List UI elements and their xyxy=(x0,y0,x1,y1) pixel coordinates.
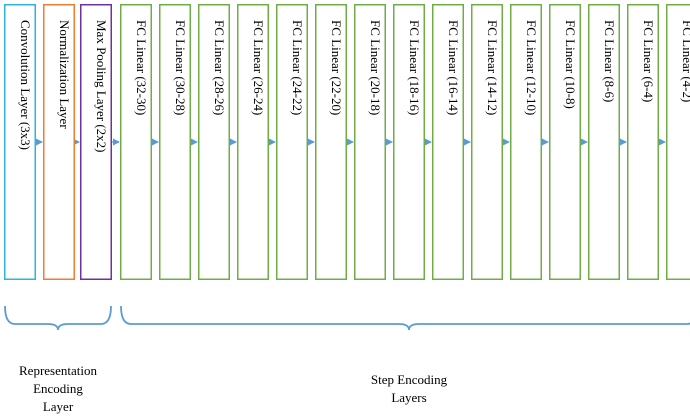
layer-label: FC Linear (6-4) xyxy=(641,20,656,102)
layer-rect xyxy=(588,4,620,280)
layer-label: FC Linear (12-10) xyxy=(524,20,539,115)
layer-rect xyxy=(393,4,425,280)
layer-rect xyxy=(666,4,690,280)
layer-label: FC Linear (16-14) xyxy=(446,20,461,115)
group-label-line: Layer xyxy=(43,399,74,414)
layer-label: FC Linear (32-30) xyxy=(134,20,149,115)
layer-label: FC Linear (24-22) xyxy=(290,20,305,115)
layer-label: Max Pooling Layer (2x2) xyxy=(94,20,109,153)
layer-box-fc: FC Linear (14-12) xyxy=(471,4,503,280)
brace-path xyxy=(120,305,690,331)
layer-label: FC Linear (28-26) xyxy=(212,20,227,115)
layer-box-fc: FC Linear (18-16) xyxy=(393,4,425,280)
layer-box-fc: FC Linear (32-30) xyxy=(120,4,152,280)
layer-rect xyxy=(276,4,308,280)
layer-rect xyxy=(159,4,191,280)
layer-rect xyxy=(43,4,75,280)
layer-label: FC Linear (8-6) xyxy=(602,20,617,102)
layer-rect xyxy=(510,4,542,280)
layer-rect xyxy=(549,4,581,280)
layer-box-fc: FC Linear (24-22) xyxy=(276,4,308,280)
layer-boxes: Convolution Layer (3x3) Normalization Lay… xyxy=(4,4,690,280)
group-label-line: Layers xyxy=(391,390,426,405)
layer-label: FC Linear (30-28) xyxy=(173,20,188,115)
layer-rect xyxy=(237,4,269,280)
layer-box-fc: FC Linear (16-14) xyxy=(432,4,464,280)
layer-rect xyxy=(471,4,503,280)
layer-box-fc: FC Linear (4-2) xyxy=(666,4,690,280)
layer-box-fc: FC Linear (6-4) xyxy=(627,4,659,280)
group-label-line: Representation xyxy=(19,363,97,378)
layer-label: FC Linear (10-8) xyxy=(563,20,578,109)
layer-box-fc: FC Linear (30-28) xyxy=(159,4,191,280)
layer-rect xyxy=(432,4,464,280)
layer-label: FC Linear (14-12) xyxy=(485,20,500,115)
layer-label: Convolution Layer (3x3) xyxy=(18,20,33,150)
layer-box-fc: FC Linear (20-18) xyxy=(354,4,386,280)
layer-box-fc: FC Linear (28-26) xyxy=(198,4,230,280)
layer-rect xyxy=(80,4,112,280)
layer-box-convolution: Convolution Layer (3x3) xyxy=(4,4,36,280)
layer-label: Normalization Layer xyxy=(57,20,72,129)
layer-box-pooling: Max Pooling Layer (2x2) xyxy=(80,4,112,280)
layer-rect xyxy=(198,4,230,280)
layer-box-fc: FC Linear (26-24) xyxy=(237,4,269,280)
layer-label: FC Linear (20-18) xyxy=(368,20,383,115)
brace-path xyxy=(4,305,112,331)
layer-label: FC Linear (18-16) xyxy=(407,20,422,115)
layer-rect xyxy=(354,4,386,280)
layer-box-fc: FC Linear (10-8) xyxy=(549,4,581,280)
layer-label: FC Linear (26-24) xyxy=(251,20,266,115)
layer-box-normalization: Normalization Layer xyxy=(43,4,75,280)
group-label-line: Encoding xyxy=(33,381,83,396)
layer-box-fc: FC Linear (22-20) xyxy=(315,4,347,280)
layer-label: FC Linear (4-2) xyxy=(680,20,690,102)
layer-rect xyxy=(120,4,152,280)
layer-rect xyxy=(4,4,36,280)
layer-rect xyxy=(315,4,347,280)
layer-label: FC Linear (22-20) xyxy=(329,20,344,115)
layer-rect xyxy=(627,4,659,280)
layer-box-fc: FC Linear (8-6) xyxy=(588,4,620,280)
layer-box-fc: FC Linear (12-10) xyxy=(510,4,542,280)
group-label-line: Step Encoding xyxy=(371,372,448,387)
